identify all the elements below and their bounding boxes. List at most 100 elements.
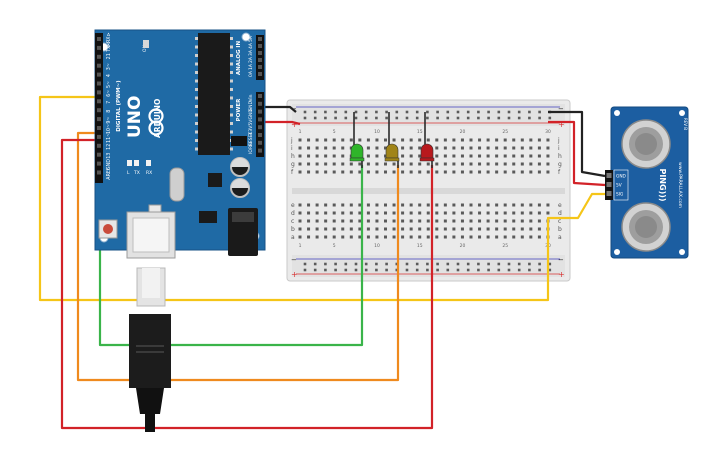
digital-pin-label: 5~ [106,81,112,88]
power-pin-label: GND [248,109,254,120]
usb-cable [129,267,171,432]
row-letter: c [558,218,561,225]
power-header[interactable] [258,37,262,153]
row-letter: a [291,234,295,241]
power-rail-bottom[interactable] [303,262,552,272]
svg-text:+: + [291,120,298,129]
column-number: 1 [299,243,302,249]
red-led[interactable] [419,143,435,162]
digital-header[interactable] [97,37,101,175]
digital-pin-label: 4 [106,74,112,77]
row-letter: g [291,161,295,168]
column-number: 10 [374,129,380,135]
svg-text:+: + [558,120,565,129]
arduino-logo [148,108,164,136]
analog-pin-label: 2A [248,56,254,63]
sensor-rev: REV B [683,118,688,130]
column-number: 20 [460,129,466,135]
row-letter: h [558,153,562,160]
column-number: 20 [460,243,466,249]
digital-pin-label: 8 [106,110,112,113]
column-number: 5 [333,129,336,135]
wires [38,95,606,430]
transducer-top [621,119,671,169]
svg-text:−: − [558,105,564,113]
digital-pin-label: 1 TX⊲ [106,41,112,56]
row-letter: f [558,169,561,176]
wire-black-sensor[interactable] [548,110,606,178]
wire-red-led[interactable] [60,138,434,430]
row-letter: i [291,145,293,152]
wire-orange[interactable] [76,131,400,382]
digital-pin-label: 13 [106,153,112,159]
svg-text:−: − [291,256,297,264]
digital-pin-label: 9~ [106,117,112,124]
column-number: 25 [502,129,508,135]
digital-pin-label: 0 RX⊳ [106,32,112,47]
sensor-pin-label: GND [616,174,627,180]
analog-pin-label: 0A [248,70,254,77]
power-header-label: POWER [236,98,242,122]
transducer-bottom [621,202,671,252]
sensor-pin[interactable] [606,173,612,178]
row-letter: c [291,218,294,225]
row-letter: g [558,161,562,168]
row-letter: i [558,145,560,152]
row-letter: b [291,226,295,233]
sensor-pin[interactable] [606,182,612,187]
wire-black-gnd[interactable] [262,105,297,113]
svg-text:−: − [558,256,564,264]
power-pin-label: 5V [248,119,254,126]
terminal-strip-bottom[interactable] [298,203,550,239]
column-number: 1 [299,129,302,135]
arduino-brand: ARDUINO [153,99,162,138]
arduino-uno[interactable]: 0 RX⊳1 TX⊲23~45~6~789~10~11~1213GNDAREF … [94,29,266,259]
row-letter: b [558,226,562,233]
svg-text:+: + [558,270,565,279]
power-pin-label: 3.3V [248,125,254,136]
analog-pin-label: 4A [248,42,254,49]
digital-pin-label: 12 [106,144,112,150]
sensor-vendor: www.PARALLAX.com [677,162,683,208]
row-letter: d [558,210,562,217]
column-number: 10 [374,243,380,249]
analog-pin-label: 1A [248,63,254,70]
row-letter: j [557,137,560,144]
row-letter: d [291,210,295,217]
digital-pin-label: 7 [106,101,112,104]
tx-label: TX [133,170,140,176]
analog-header-label: ANALOG IN [236,41,242,76]
terminal-strip-top[interactable] [298,138,550,174]
on-label: ON [142,45,148,52]
power-pin-label: IOREF [248,140,254,154]
wire-red-5v[interactable] [262,120,301,126]
leds [349,143,435,162]
wire-red-sensor[interactable] [548,120,606,187]
atmega-chip [195,37,233,151]
green-led[interactable] [349,143,365,162]
digital-pin-label: GND [106,159,112,170]
column-number: 25 [502,243,508,249]
power-pin-label: RESET [248,132,254,147]
yellow-led[interactable] [384,143,400,162]
digital-pin-label: 2 [106,56,112,59]
l-label: L [127,170,130,176]
wire-yellow-pin7[interactable] [38,95,605,302]
power-rail-top[interactable] [303,110,552,120]
column-number: 15 [417,129,423,135]
row-letter: e [558,202,562,209]
sensor-pin[interactable] [606,191,612,196]
power-pin-label: GND [248,101,254,112]
digital-pin-label: 11~ [106,133,112,143]
power-pin-label: Vin [248,94,254,101]
analog-pin-label: 5A [248,35,254,42]
sensor-pin-label: 5V [616,183,622,189]
wire-green[interactable] [98,165,364,347]
digital-pin-label: AREF [106,167,112,180]
